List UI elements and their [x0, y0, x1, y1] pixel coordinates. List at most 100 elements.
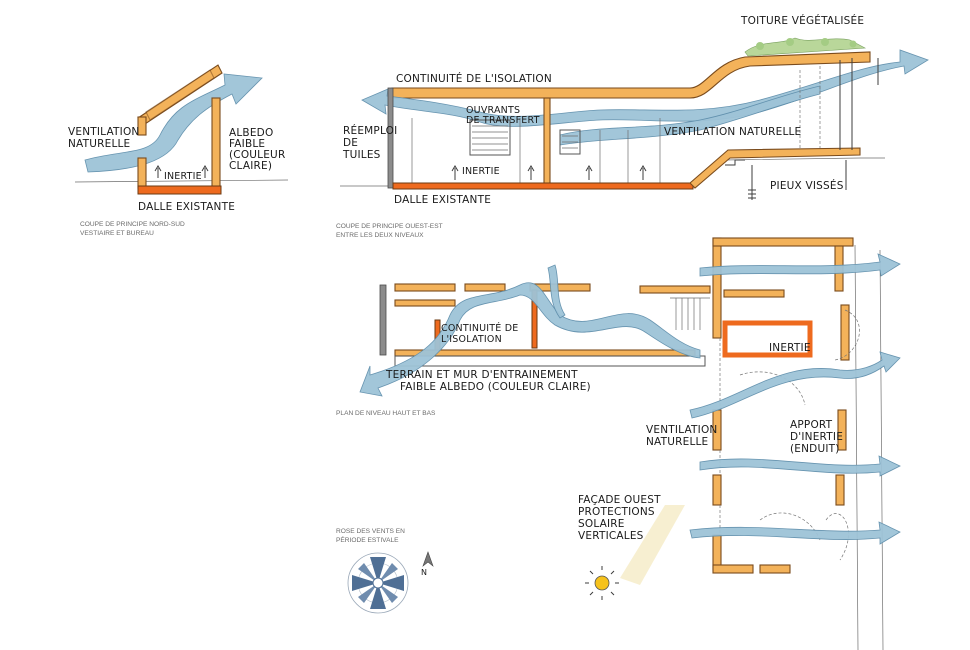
- reused-tile-wall: [387, 87, 394, 189]
- structure-posts: [799, 66, 821, 148]
- plan-wall: [835, 474, 845, 506]
- plan-wall: [723, 289, 785, 298]
- plan-wall: [394, 283, 456, 292]
- caption-rose: PÉRIODE ESTIVALE: [336, 535, 399, 544]
- window: [562, 135, 578, 149]
- inertia-arrow-icon: [201, 165, 209, 178]
- structure-posts: [839, 58, 879, 190]
- caption-coupe-ns: VESTIAIRE ET BUREAU: [80, 230, 154, 237]
- plan-wall: [394, 299, 456, 307]
- caption-coupe-oe: COUPE DE PRINCIPE OUEST-EST: [336, 223, 443, 230]
- plan-niveaux: CONTINUITÉ DE L'ISOLATION TERRAIN ET MUR…: [336, 237, 901, 650]
- plan-wall: [712, 474, 722, 506]
- label-continuite-plan: CONTINUITÉ DE: [441, 322, 518, 334]
- label-ventilation-plan: NATURELLE: [646, 436, 708, 448]
- label-terrain: FAIBLE ALBEDO (COULEUR CLAIRE): [400, 381, 591, 393]
- sun-icon: [585, 566, 619, 600]
- label-apport: (ENDUIT): [790, 443, 840, 455]
- interior-wall: [543, 97, 551, 185]
- wind-rose-center: [372, 577, 384, 589]
- wind-rose-ring: [347, 552, 409, 614]
- label-albedo: ALBEDO: [229, 127, 273, 139]
- transfer-opening: [469, 119, 511, 156]
- label-toiture: TOITURE VÉGÉTALISÉE: [740, 14, 864, 27]
- sun-icon: [594, 575, 610, 591]
- label-apport: D'INERTIE: [790, 431, 843, 443]
- north-arrow-icon: [422, 551, 434, 567]
- interior-partition: [411, 118, 661, 184]
- label-inertie-small: INERTIE: [164, 171, 202, 182]
- plan-wall: [837, 409, 847, 451]
- caption-rose: ROSE DES VENTS EN: [336, 528, 405, 535]
- airflow-arrow: [547, 264, 566, 319]
- green-roof: [821, 38, 829, 46]
- plan-terrace: [394, 355, 706, 367]
- stair-steps: [725, 159, 745, 166]
- transfer-opening: [472, 125, 508, 151]
- section-nord-sud: VENTILATION NATURELLE ALBEDO FAIBLE (COU…: [68, 64, 289, 237]
- floor-slab: [392, 182, 694, 190]
- label-ventilation-section: VENTILATION NATURELLE: [664, 126, 801, 138]
- label-continuite-top: CONTINUITÉ DE L'ISOLATION: [396, 72, 552, 85]
- plan-wall: [712, 237, 722, 339]
- label-facade: FAÇADE OUEST: [578, 494, 661, 506]
- label-inertie-plan: INERTIE: [769, 342, 811, 354]
- airflow-arrow: [689, 521, 901, 545]
- label-albedo: CLAIRE): [229, 160, 272, 172]
- retaining-wall: [379, 284, 387, 356]
- wind-rose: ROSE DES VENTS EN PÉRIODE ESTIVALE N: [336, 528, 434, 614]
- label-ventilation-small: NATURELLE: [68, 138, 130, 150]
- wall-left-upper: [137, 116, 147, 136]
- green-roof: [786, 38, 794, 46]
- airflow-arrow: [689, 351, 901, 419]
- roof-insulation: [391, 51, 871, 99]
- caption-plan: PLAN DE NIVEAU HAUT ET BAS: [336, 410, 436, 417]
- airflow-arrow: [699, 455, 901, 477]
- ground-line: [74, 179, 289, 183]
- label-remploi: RÉEMPLOI: [343, 124, 397, 137]
- plan-wall: [712, 237, 854, 247]
- label-remploi: TUILES: [342, 149, 381, 161]
- label-dalle-section: DALLE EXISTANTE: [394, 194, 491, 206]
- label-inertie-section: INERTIE: [462, 166, 500, 177]
- wind-rose-petals: [358, 563, 398, 603]
- label-ouvrants: DE TRANSFERT: [466, 115, 540, 126]
- plan-wall: [639, 285, 711, 294]
- label-apport: APPORT: [790, 419, 833, 431]
- screw-pile-icon: [748, 165, 756, 200]
- label-ouvrants: OUVRANTS: [466, 105, 520, 116]
- label-facade: SOLAIRE: [578, 518, 625, 530]
- label-facade: PROTECTIONS: [578, 506, 655, 518]
- green-roof: [849, 40, 857, 48]
- window: [559, 129, 581, 155]
- inertia-arrow-icon: [154, 165, 162, 178]
- label-terrain: TERRAIN ET MUR D'ENTRAINEMENT: [385, 369, 578, 381]
- roof-upper-band: [145, 69, 215, 121]
- label-dalle-small: DALLE EXISTANTE: [138, 201, 235, 213]
- caption-coupe-oe: ENTRE LES DEUX NIVEAUX: [336, 232, 424, 239]
- section-ouest-est: TOITURE VÉGÉTALISÉE CONTINUITÉ DE L'ISOL…: [336, 14, 929, 239]
- inertia-arrow-icon: [527, 165, 535, 180]
- plan-wall: [464, 283, 506, 292]
- label-ventilation-small: VENTILATION: [68, 126, 139, 138]
- inertia-arrow-icon: [451, 165, 459, 180]
- plan-stair: [670, 297, 710, 330]
- label-ventilation-plan: VENTILATION: [646, 424, 717, 436]
- label-albedo: FAIBLE: [229, 138, 265, 150]
- wall-left-lower: [137, 157, 147, 189]
- plan-boundary: [854, 244, 884, 650]
- plan-wall: [759, 564, 791, 574]
- plan-wall: [840, 304, 850, 361]
- label-remploi: DE: [343, 137, 358, 149]
- label-pieux: PIEUX VISSÉS: [770, 179, 844, 192]
- airflow-arrow: [699, 253, 901, 277]
- sun-beam: [620, 505, 685, 585]
- north-label: N: [421, 568, 427, 577]
- green-roof: [756, 42, 764, 50]
- label-facade: VERTICALES: [578, 530, 644, 542]
- inertia-arrow-icon: [639, 165, 647, 180]
- inertia-arrow-icon: [585, 165, 593, 180]
- plan-wall: [712, 564, 754, 574]
- label-albedo: (COULEUR: [229, 149, 285, 161]
